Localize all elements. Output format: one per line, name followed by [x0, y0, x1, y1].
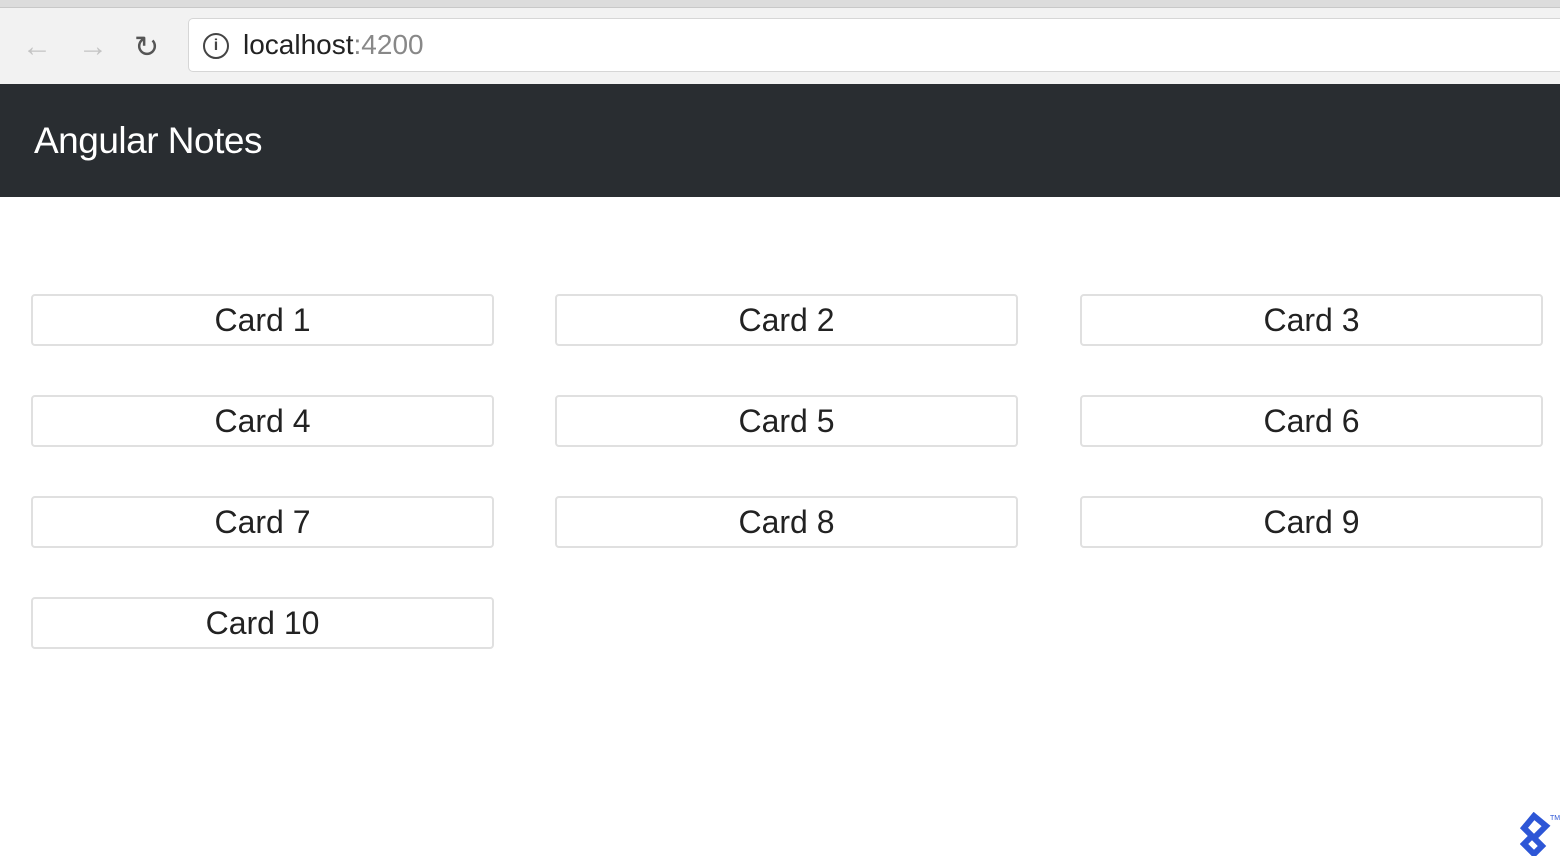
address-bar[interactable]: i localhost:4200	[188, 18, 1560, 72]
card-9[interactable]: Card 9	[1080, 496, 1543, 548]
card-10[interactable]: Card 10	[31, 597, 494, 649]
forward-arrow-icon[interactable]: →	[78, 30, 108, 63]
url-host: localhost	[243, 29, 354, 60]
toptal-logo: TM	[1520, 812, 1560, 856]
url-port: :4200	[353, 29, 424, 60]
card-3[interactable]: Card 3	[1080, 294, 1543, 346]
card-5[interactable]: Card 5	[555, 395, 1018, 447]
card-6[interactable]: Card 6	[1080, 395, 1543, 447]
svg-text:TM: TM	[1550, 815, 1560, 822]
card-1[interactable]: Card 1	[31, 294, 494, 346]
tab-strip	[0, 0, 1560, 8]
browser-toolbar: ← → ↻ i localhost:4200	[0, 8, 1560, 84]
reload-icon[interactable]: ↻	[134, 31, 160, 64]
card-7[interactable]: Card 7	[31, 496, 494, 548]
card-8[interactable]: Card 8	[555, 496, 1018, 548]
navbar-brand[interactable]: Angular Notes	[34, 120, 262, 161]
card-2[interactable]: Card 2	[555, 294, 1018, 346]
card-4[interactable]: Card 4	[31, 395, 494, 447]
url-text: localhost:4200	[243, 29, 424, 61]
navbar: Angular Notes	[0, 84, 1560, 197]
back-arrow-icon[interactable]: ←	[22, 30, 52, 63]
info-icon[interactable]: i	[203, 33, 229, 59]
